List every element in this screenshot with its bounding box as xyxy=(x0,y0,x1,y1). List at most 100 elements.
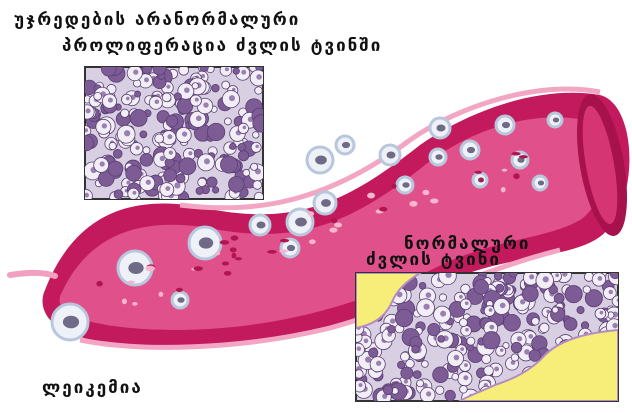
blood-particle xyxy=(392,184,397,189)
blood-particle xyxy=(215,252,220,256)
marrow-cell xyxy=(388,325,396,333)
leukemic-nucleus xyxy=(315,155,327,164)
marrow-cell xyxy=(474,280,489,295)
blood-particle xyxy=(231,235,239,240)
cell-nucleus xyxy=(243,126,247,130)
blood-particle xyxy=(222,262,229,266)
marrow-cell xyxy=(238,151,248,161)
cell-nucleus xyxy=(166,85,170,89)
blood-particle xyxy=(267,250,277,254)
cell-nucleus xyxy=(390,318,395,323)
cell-nucleus xyxy=(463,375,468,380)
marrow-cell xyxy=(140,154,153,167)
blood-particle xyxy=(367,193,375,199)
marrow-cell xyxy=(532,317,540,325)
cell-nucleus xyxy=(543,276,549,282)
marrow-cell xyxy=(254,192,263,201)
blood-particle xyxy=(334,222,342,227)
marrow-cell xyxy=(422,361,429,368)
leukemic-nucleus xyxy=(437,125,446,132)
marrow-cell xyxy=(395,309,412,326)
cell-nucleus xyxy=(196,116,202,122)
blood-particle xyxy=(128,280,135,283)
marrow-cell xyxy=(251,163,258,170)
marrow-cell xyxy=(459,319,467,327)
normal-marrow-panel xyxy=(349,267,624,408)
blood-particle xyxy=(96,281,102,287)
cell-nucleus xyxy=(440,311,446,317)
cell-nucleus xyxy=(598,276,603,281)
leukemic-nucleus xyxy=(435,154,442,160)
cell-nucleus xyxy=(155,99,160,104)
cell-nucleus xyxy=(135,146,139,150)
marrow-cell xyxy=(153,62,166,75)
marrow-cell xyxy=(509,269,517,277)
blood-particle xyxy=(132,302,137,306)
cell-nucleus xyxy=(426,292,432,298)
abnormal-caption-line2: პროლიფერაცია ძვლის ტვინში xyxy=(62,36,382,56)
blood-particle xyxy=(232,253,237,259)
cell-nucleus xyxy=(102,123,107,128)
marrow-cell xyxy=(243,169,250,176)
marrow-cell xyxy=(94,92,102,100)
cell-nucleus xyxy=(357,346,362,351)
cell-nucleus xyxy=(459,295,463,299)
leukemic-nucleus xyxy=(342,142,350,148)
marrow-cell xyxy=(438,335,445,342)
cell-nucleus xyxy=(423,304,429,310)
cell-nucleus xyxy=(165,186,170,191)
marrow-cell xyxy=(383,385,392,394)
cell-nucleus xyxy=(426,391,431,396)
marrow-cell xyxy=(238,143,246,151)
marrow-cell xyxy=(253,115,270,132)
leukemic-nucleus xyxy=(538,181,544,186)
cell-nucleus xyxy=(204,158,210,164)
cell-nucleus xyxy=(132,191,136,195)
blood-particle xyxy=(409,201,417,207)
marrow-cell xyxy=(428,323,440,335)
blood-particle xyxy=(309,239,316,244)
marrow-cell xyxy=(109,142,116,149)
marrow-cell xyxy=(113,149,122,158)
cell-nucleus xyxy=(500,348,504,352)
blood-particle xyxy=(220,240,230,245)
normal-caption-line2: ძვლის ტვინი xyxy=(366,250,501,270)
cell-nucleus xyxy=(169,150,173,154)
cell-nucleus xyxy=(241,70,246,75)
marrow-cell xyxy=(166,115,178,127)
marrow-cell xyxy=(355,370,363,378)
marrow-cell xyxy=(433,367,449,383)
cell-nucleus xyxy=(460,347,464,351)
leukemic-nucleus xyxy=(128,262,143,274)
cell-nucleus xyxy=(528,334,533,339)
leukemic-nucleus xyxy=(287,245,295,251)
cell-nucleus xyxy=(500,303,506,309)
marrow-cell xyxy=(174,93,181,100)
cell-nucleus xyxy=(182,131,187,136)
marrow-cell xyxy=(564,318,577,331)
blood-particle xyxy=(329,227,337,232)
marrow-cell xyxy=(200,63,208,71)
blood-particle xyxy=(479,178,484,183)
cell-nucleus xyxy=(612,323,617,328)
cell-nucleus xyxy=(517,336,522,341)
cell-nucleus xyxy=(133,69,138,74)
marrow-cell xyxy=(529,350,541,362)
blood-particle xyxy=(379,207,387,212)
marrow-cell xyxy=(417,380,424,387)
cell-nucleus xyxy=(465,328,469,332)
marrow-cell xyxy=(155,134,164,143)
marrow-cell xyxy=(143,147,150,154)
cell-nucleus xyxy=(195,98,199,102)
marrow-cell xyxy=(207,123,224,140)
leukemic-nucleus xyxy=(467,147,475,153)
cell-nucleus xyxy=(84,193,89,198)
blood-particle xyxy=(224,271,232,276)
cell-nucleus xyxy=(86,108,91,113)
marrow-cell xyxy=(179,158,196,175)
marrow-cell xyxy=(460,385,468,393)
marrow-cell xyxy=(413,371,421,379)
marrow-cell xyxy=(565,286,582,303)
marrow-cell xyxy=(467,337,475,345)
